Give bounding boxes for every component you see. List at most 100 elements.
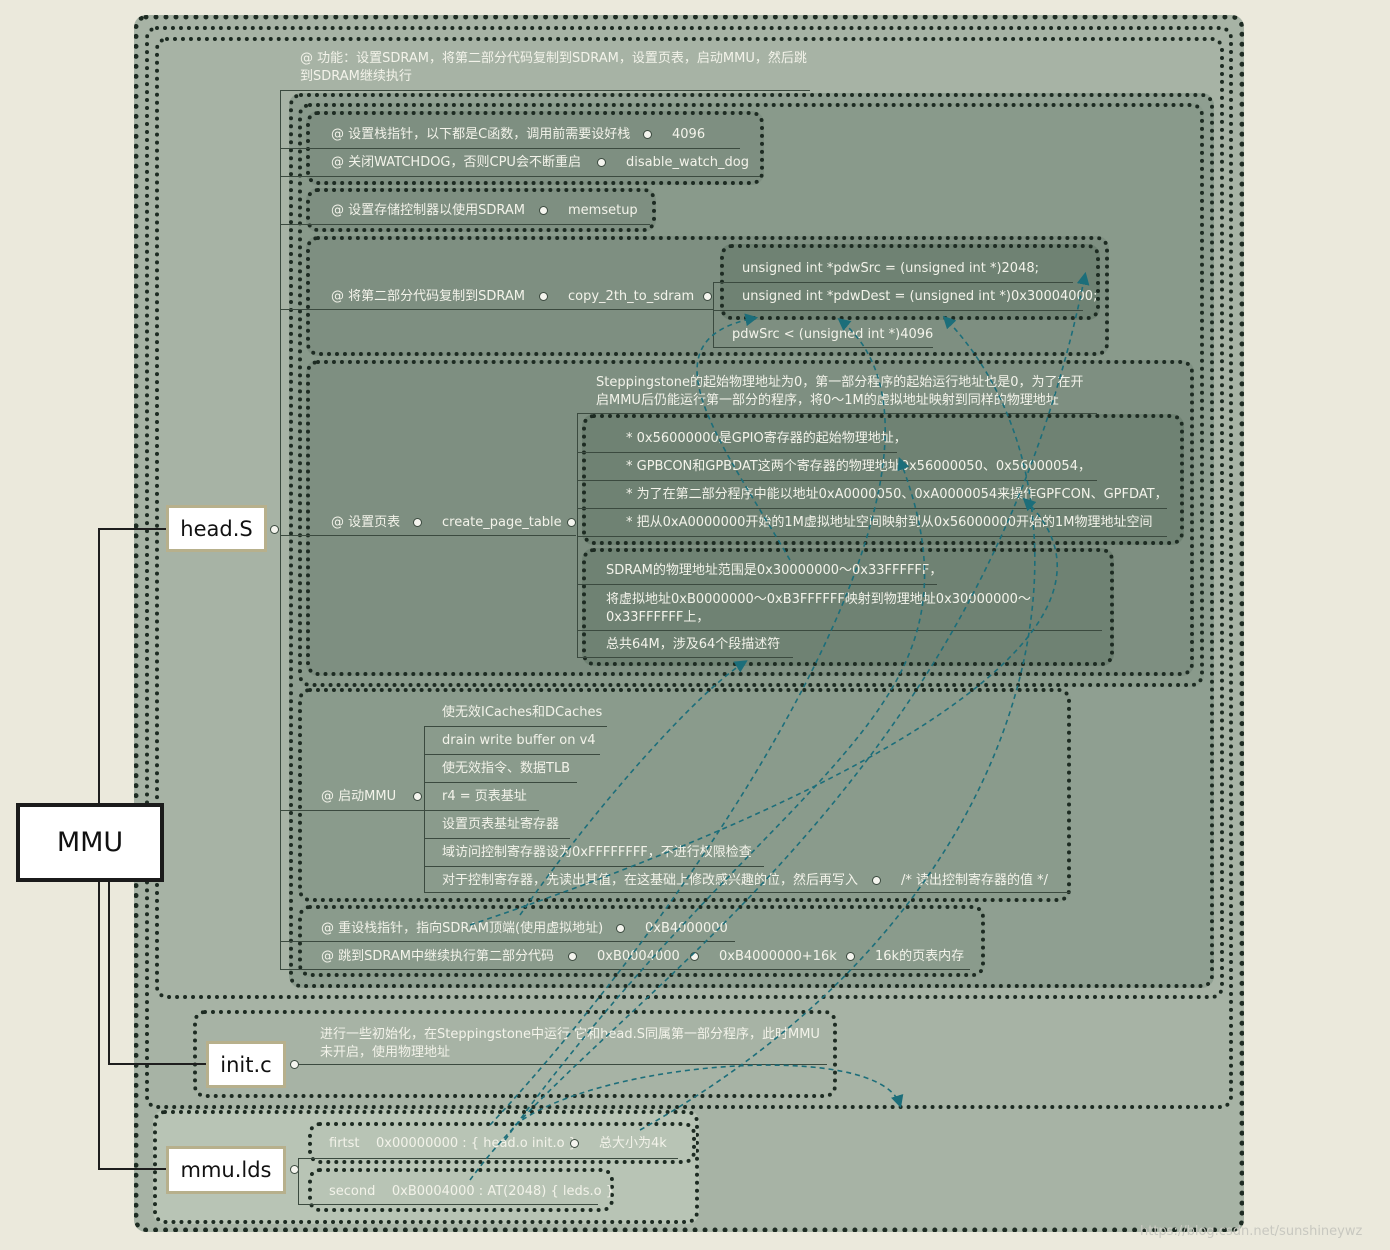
mmu-step-1[interactable]: 使无效ICaches和DCaches xyxy=(442,705,603,720)
watermark: https://blog.csdn.net/sunshineywz xyxy=(1140,1224,1363,1239)
stack-value[interactable]: 4096 xyxy=(672,127,706,142)
node-init-c[interactable]: init.c xyxy=(206,1041,286,1088)
connector xyxy=(280,90,281,970)
collapse-toggle[interactable] xyxy=(539,292,548,301)
mem-label[interactable]: @ 设置存储控制器以使用SDRAM xyxy=(331,203,526,218)
collapse-toggle[interactable] xyxy=(290,1060,299,1069)
page-note[interactable]: Steppingstone的起始物理地址为0，第一部分程序的起始运行地址也是0，… xyxy=(596,375,1084,408)
collapse-toggle[interactable] xyxy=(539,206,548,215)
connector xyxy=(98,528,100,804)
mmu-label[interactable]: @ 启动MMU xyxy=(321,789,397,804)
watchdog-label[interactable]: @ 关闭WATCHDOG，否则CPU会不断重启 xyxy=(331,155,581,170)
connector xyxy=(713,347,933,348)
resp-label[interactable]: @ 重设栈指针，指向SDRAM顶端(使用虚拟地址) xyxy=(321,921,604,936)
connector xyxy=(298,1204,598,1205)
mmu-step-6[interactable]: 域访问控制寄存器设为0xFFFFFFFF，不进行权限检查 xyxy=(442,845,752,860)
connector xyxy=(424,726,425,892)
connector xyxy=(280,148,740,149)
sdram-note-2[interactable]: 将虚拟地址0xB0000000～0xB3FFFFFF映射到物理地址0x30000… xyxy=(606,592,1031,625)
connector xyxy=(577,413,578,657)
root-node-mmu[interactable]: MMU xyxy=(16,803,164,882)
connector xyxy=(298,1158,299,1204)
connector xyxy=(424,726,607,727)
connector xyxy=(280,176,760,177)
stack-label[interactable]: @ 设置栈指针，以下都是C函数，调用前需要设好栈 xyxy=(331,127,631,142)
collapse-toggle[interactable] xyxy=(616,924,625,933)
connector xyxy=(108,1063,206,1065)
collapse-toggle[interactable] xyxy=(872,876,881,885)
lds-first-value[interactable]: 总大小为4k xyxy=(599,1136,667,1151)
sdram-note-3[interactable]: 总共64M，涉及64个段描述符 xyxy=(606,637,781,652)
connector xyxy=(108,880,110,1065)
lds-first-label[interactable]: firtst 0x00000000 : { head.o init.o } xyxy=(329,1136,577,1151)
copy-value[interactable]: copy_2th_to_sdram xyxy=(568,289,695,304)
mem-value[interactable]: memsetup xyxy=(568,203,638,218)
connector xyxy=(713,282,1073,283)
connector xyxy=(98,1168,166,1170)
connector xyxy=(424,838,570,839)
jump-value-3[interactable]: 16k的页表内存 xyxy=(875,949,965,964)
connector xyxy=(280,224,650,225)
copy-detail-3[interactable]: pdwSrc < (unsigned int *)4096 xyxy=(732,327,934,342)
mmu-step-note[interactable]: /* 读出控制寄存器的值 */ xyxy=(901,873,1049,888)
collapse-toggle[interactable] xyxy=(413,518,422,527)
page-label[interactable]: @ 设置页表 xyxy=(331,515,401,530)
connector xyxy=(577,413,1097,414)
collapse-toggle[interactable] xyxy=(846,952,855,961)
collapse-toggle[interactable] xyxy=(567,518,576,527)
gpio-note-4[interactable]: * 把从0xA0000000开始的1M虚拟地址空间映射到从0x56000000开… xyxy=(626,515,1153,530)
gpio-note-2[interactable]: * GPBCON和GPBDAT这两个寄存器的物理地址0x56000050、0x5… xyxy=(626,459,1091,474)
gpio-note-3[interactable]: * 为了在第二部分程序中能以地址0xA0000050、0xA0000054来操作… xyxy=(626,487,1168,502)
gpio-note-1[interactable]: * 0x56000000是GPIO寄存器的起始物理地址， xyxy=(626,431,907,446)
connector xyxy=(280,810,424,811)
connector xyxy=(280,969,970,970)
collapse-toggle[interactable] xyxy=(643,130,652,139)
mmu-step-5[interactable]: 设置页表基址寄存器 xyxy=(442,817,560,832)
connector xyxy=(577,536,1167,537)
connector xyxy=(577,452,897,453)
connector xyxy=(280,535,576,536)
sdram-note-1[interactable]: SDRAM的物理地址范围是0x30000000～0x33FFFFFF， xyxy=(606,563,943,578)
collapse-toggle[interactable] xyxy=(570,1139,579,1148)
mmu-step-4[interactable]: r4 = 页表基址 xyxy=(442,789,527,804)
resp-value[interactable]: 0xB4000000 xyxy=(645,921,728,936)
connector xyxy=(297,1064,827,1065)
connector xyxy=(577,508,1167,509)
head-summary: @ 功能：设置SDRAM，将第二部分代码复制到SDRAM，设置页表，启动MMU，… xyxy=(300,51,807,84)
jump-value-2[interactable]: 0xB4000000+16k xyxy=(719,949,837,964)
connector xyxy=(280,90,810,91)
mmu-step-7[interactable]: 对于控制寄存器，先读出其值，在这基础上修改感兴趣的位，然后再写入 xyxy=(442,873,859,888)
connector xyxy=(424,754,600,755)
node-head-s[interactable]: head.S xyxy=(166,505,267,552)
copy-detail-2[interactable]: unsigned int *pdwDest = (unsigned int *)… xyxy=(742,289,1098,304)
lds-second-label[interactable]: second 0xB0004000 : AT(2048) { leds.o } xyxy=(329,1184,615,1199)
collapse-toggle[interactable] xyxy=(597,158,606,167)
copy-label[interactable]: @ 将第二部分代码复制到SDRAM xyxy=(331,289,526,304)
collapse-toggle[interactable] xyxy=(690,952,699,961)
connector xyxy=(98,880,100,1170)
connector xyxy=(424,782,577,783)
connector xyxy=(424,866,764,867)
connector xyxy=(713,310,1083,311)
init-note[interactable]: 进行一些初始化，在Steppingstone中运行 它和head.S同属第一部分… xyxy=(320,1027,820,1060)
jump-value-1[interactable]: 0xB0004000 xyxy=(597,949,680,964)
collapse-toggle[interactable] xyxy=(413,792,422,801)
collapse-toggle[interactable] xyxy=(290,1165,299,1174)
connector xyxy=(424,810,539,811)
connector xyxy=(577,657,793,658)
mmu-step-2[interactable]: drain write buffer on v4 xyxy=(442,733,596,748)
connector xyxy=(424,892,1070,893)
jump-label[interactable]: @ 跳到SDRAM中继续执行第二部分代码 xyxy=(321,949,555,964)
node-mmu-lds[interactable]: mmu.lds xyxy=(166,1146,286,1194)
connector xyxy=(577,480,1097,481)
collapse-toggle[interactable] xyxy=(703,292,712,301)
connector xyxy=(577,630,1102,631)
watchdog-value[interactable]: disable_watch_dog xyxy=(626,155,750,170)
connector xyxy=(713,282,714,347)
connector xyxy=(280,941,735,942)
collapse-toggle[interactable] xyxy=(568,952,577,961)
collapse-toggle[interactable] xyxy=(270,525,279,534)
page-value[interactable]: create_page_table xyxy=(442,515,562,530)
mmu-step-3[interactable]: 使无效指令、数据TLB xyxy=(442,761,571,776)
copy-detail-1[interactable]: unsigned int *pdwSrc = (unsigned int *)2… xyxy=(742,261,1039,276)
